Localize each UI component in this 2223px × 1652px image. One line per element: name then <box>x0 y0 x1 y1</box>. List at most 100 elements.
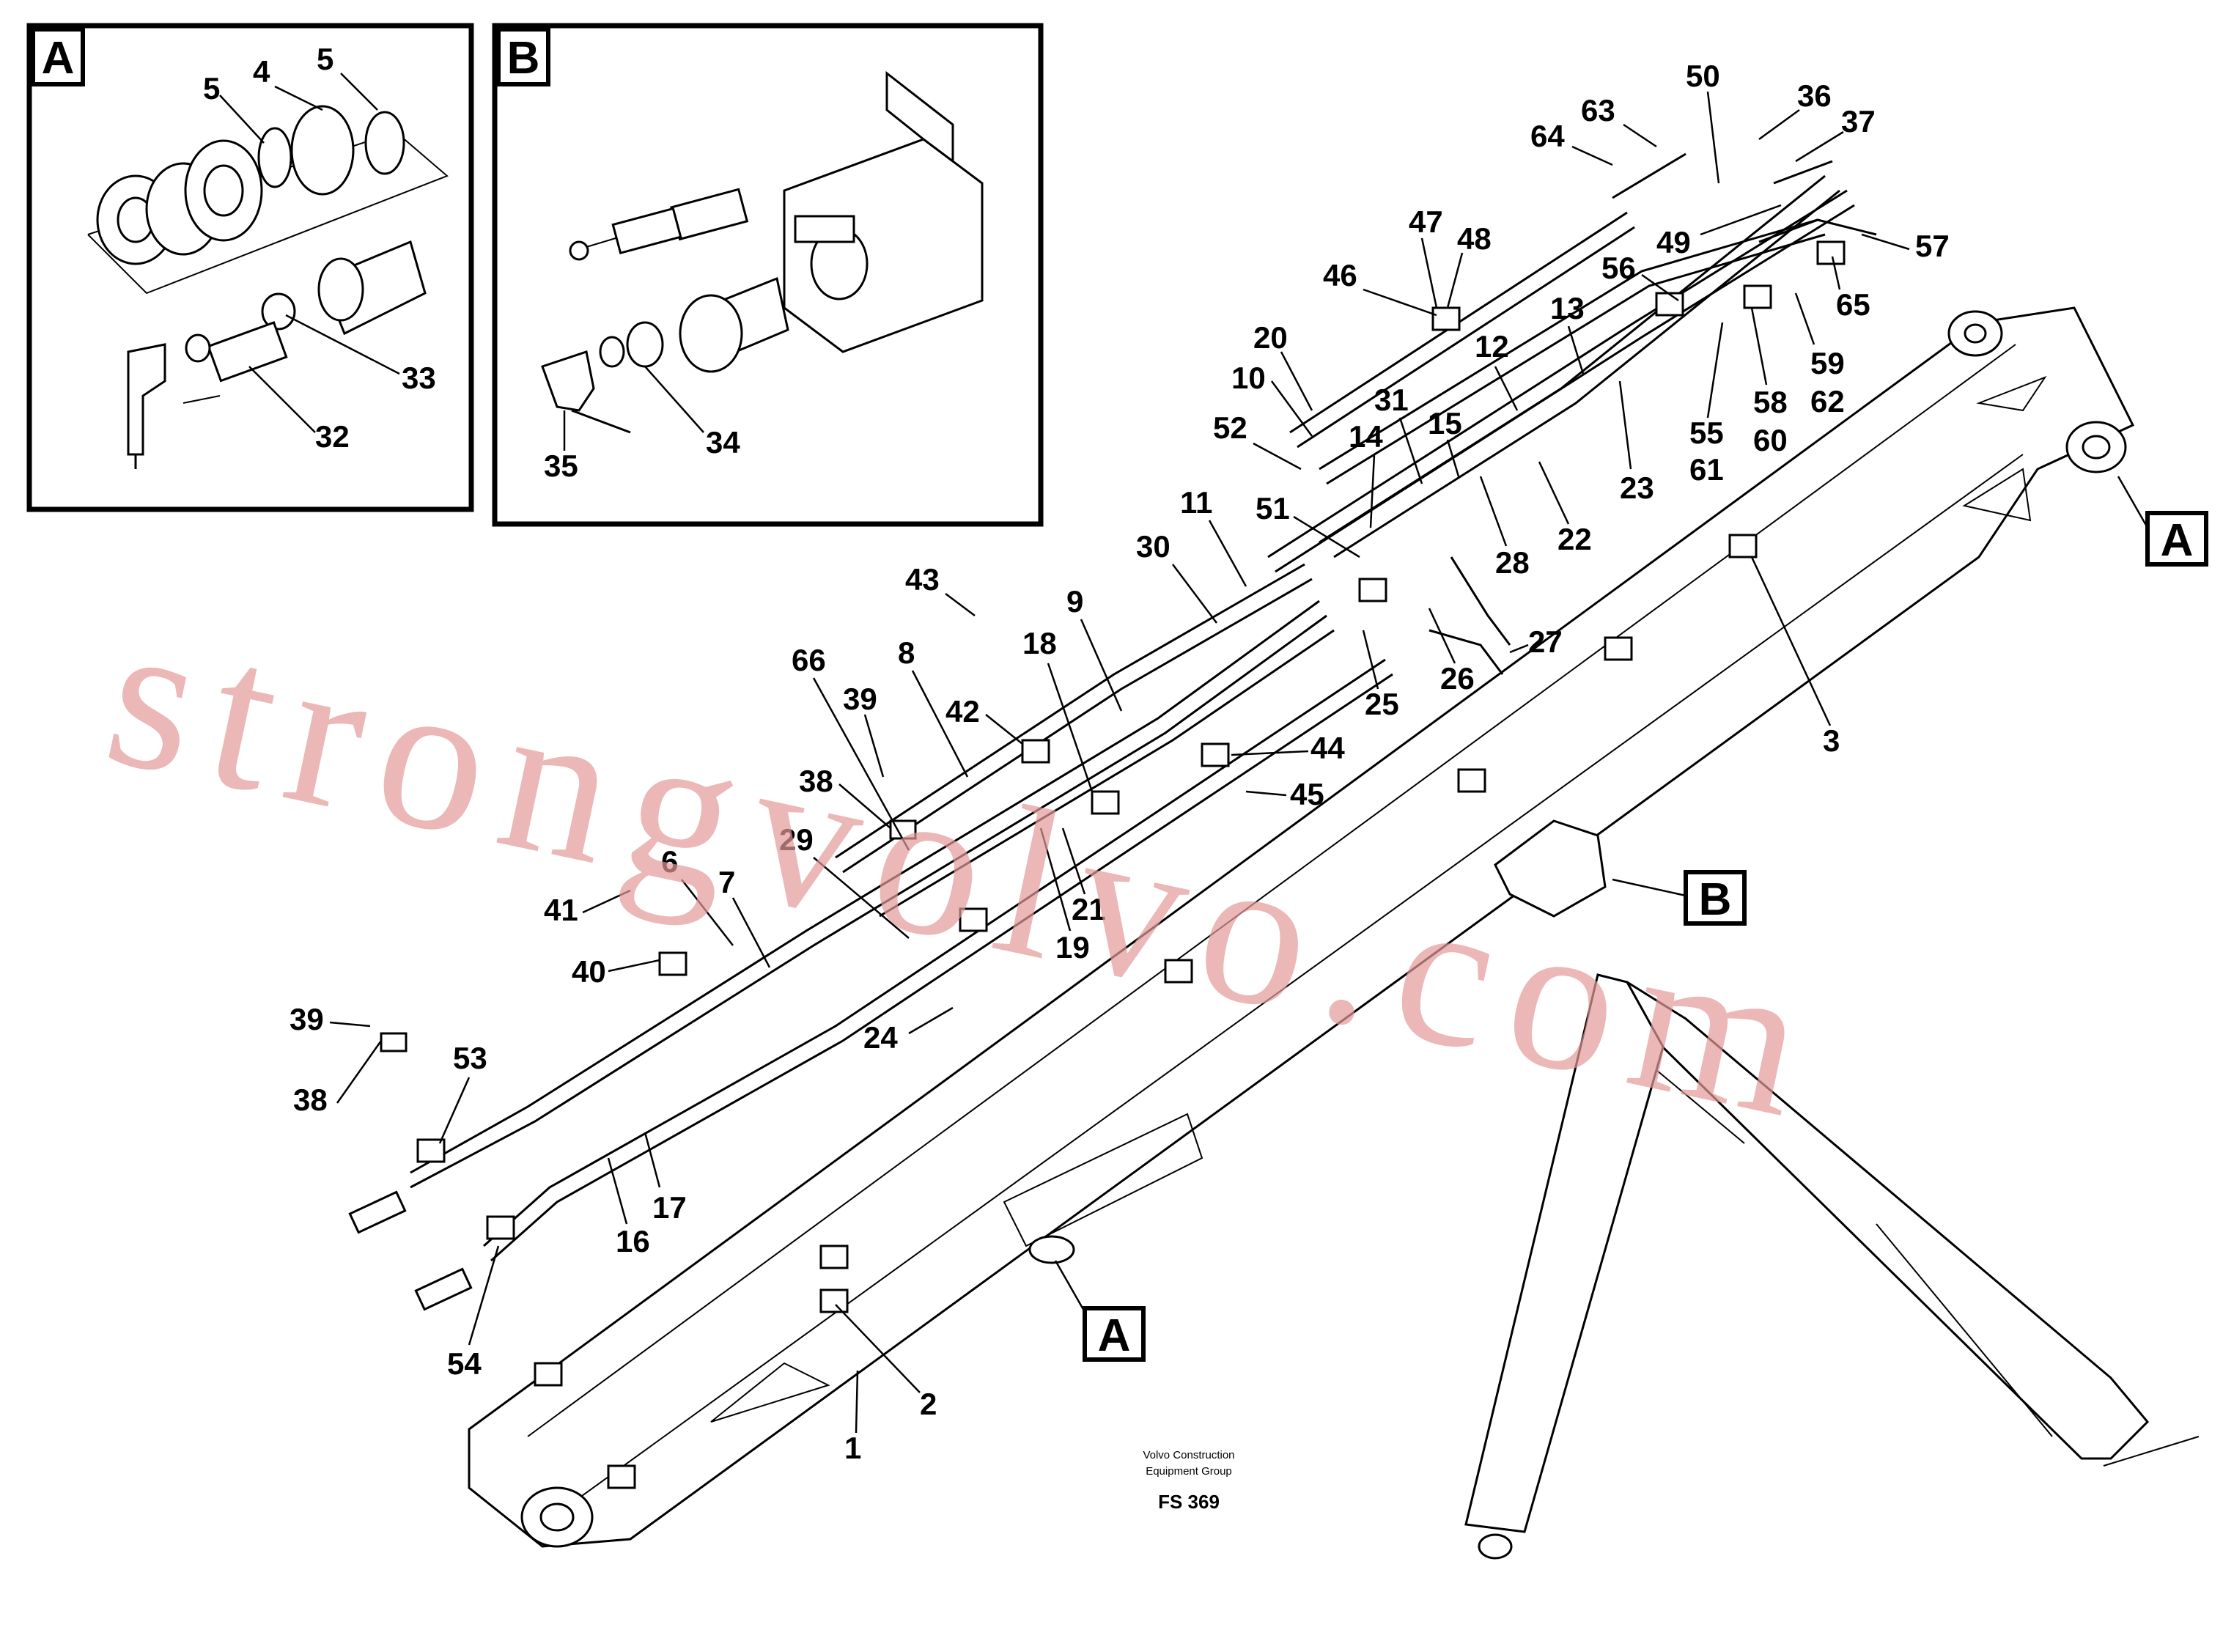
leader-63 <box>1623 123 1657 148</box>
clamp-42 <box>1021 739 1050 764</box>
clamp-54 <box>486 1215 515 1240</box>
tag-a-right-box <box>2145 511 2208 567</box>
pipe-64 <box>1612 152 1686 199</box>
callout-49: 49 <box>1656 225 1691 259</box>
leader-15 <box>1446 439 1460 477</box>
callout-9: 9 <box>1066 584 1083 619</box>
callout-18: 18 <box>1022 626 1057 660</box>
inset-b: B 34 35 <box>492 23 1044 527</box>
nut-33-part <box>261 292 296 331</box>
leader-26 <box>1428 608 1456 664</box>
pipe-37 <box>1773 160 1833 185</box>
leader-31 <box>1398 417 1423 484</box>
leader-36 <box>1758 108 1800 141</box>
clamp-65 <box>1816 240 1846 265</box>
fitting-34-part <box>599 336 625 368</box>
callouts: 1 2 3 6 7 8 9 10 11 12 13 14 15 16 17 18… <box>290 59 1950 1465</box>
leader-2 <box>835 1304 921 1393</box>
inset-a: A 5 4 5 33 32 <box>26 23 474 512</box>
callout-6: 6 <box>661 844 678 879</box>
clamp-2a <box>819 1244 849 1269</box>
leader-39a <box>863 714 885 778</box>
fitting-lower-2 <box>414 1267 473 1311</box>
leader-43 <box>945 593 976 616</box>
callout-40: 40 <box>572 954 606 989</box>
leader-1 <box>855 1370 859 1434</box>
callout-57: 57 <box>1915 229 1950 263</box>
leader-6 <box>681 879 734 946</box>
leader-3 <box>1750 556 1832 726</box>
tag-a-right: A <box>2161 515 2194 566</box>
callout-45: 45 <box>1290 777 1324 811</box>
boom-head-pin-hole <box>2082 435 2111 460</box>
callout-55: 55 <box>1689 416 1724 450</box>
credit-line-2: Equipment Group <box>1146 1465 1232 1478</box>
leader-8 <box>911 670 969 778</box>
callout-8: 8 <box>898 635 915 670</box>
bracket-box-part <box>783 138 984 353</box>
sketch-pin <box>1478 1533 1513 1560</box>
leader-tag-a-right <box>2117 476 2149 528</box>
callout-52: 52 <box>1213 410 1247 445</box>
callout-37: 37 <box>1841 104 1876 139</box>
hydraulic-line-11 <box>842 578 1313 874</box>
leader-37 <box>1795 130 1844 163</box>
callout-43: 43 <box>905 562 940 597</box>
leader-45 <box>1245 790 1287 797</box>
leader-49 <box>1700 204 1782 236</box>
callout-58: 58 <box>1753 385 1788 419</box>
clamp-53 <box>416 1138 446 1163</box>
callout-42: 42 <box>945 694 980 729</box>
hydraulic-line-13 <box>1319 218 1818 471</box>
clamp-58 <box>1743 284 1772 309</box>
leader-19 <box>1039 827 1072 932</box>
callout-11: 11 <box>1180 485 1212 520</box>
plate-32-part <box>207 321 288 383</box>
callout-1: 1 <box>844 1431 861 1465</box>
leader-42 <box>985 714 1023 745</box>
bearing-hole <box>203 164 244 217</box>
bolt-32-part <box>183 395 221 404</box>
callout-54: 54 <box>447 1346 482 1381</box>
callout-48: 48 <box>1457 221 1492 256</box>
callout-22: 22 <box>1557 522 1592 556</box>
clamp-boom-1 <box>1164 959 1193 984</box>
callout-41: 41 <box>544 893 578 927</box>
bushing-part <box>290 105 355 196</box>
clamp-24 <box>959 907 988 932</box>
credit-line-1: Volvo Construction <box>1143 1449 1234 1461</box>
callout-7: 7 <box>718 865 735 899</box>
leader-10 <box>1270 380 1313 437</box>
callout-5a: 5 <box>203 71 220 106</box>
callout-51: 51 <box>1256 491 1290 526</box>
callout-46: 46 <box>1323 258 1357 292</box>
callout-33: 33 <box>402 361 436 395</box>
bracket-slot <box>794 215 855 243</box>
inset-b-tag: B <box>507 33 540 84</box>
tag-b-right: B <box>1699 874 1732 925</box>
callout-17: 17 <box>652 1190 687 1225</box>
sketch-link <box>2103 1436 2200 1467</box>
tag-a-bottom-box <box>1083 1306 1146 1362</box>
boom-cutout-3 <box>1976 375 2047 412</box>
leader-41 <box>582 889 631 914</box>
credit-block: Volvo Construction Equipment Group FS 36… <box>1143 1449 1234 1513</box>
callout-2: 2 <box>920 1387 937 1421</box>
leader-52 <box>1253 442 1302 471</box>
leader-18 <box>1047 663 1094 792</box>
inset-b-frame <box>492 23 1044 527</box>
leader-59 <box>1794 292 1815 345</box>
leader-55 <box>1706 322 1724 418</box>
leader-5b <box>340 73 378 111</box>
callout-21: 21 <box>1072 892 1106 926</box>
leader-16 <box>607 1157 628 1225</box>
callout-19: 19 <box>1055 930 1090 965</box>
callout-65: 65 <box>1836 287 1870 322</box>
snap-ring-part <box>257 127 292 188</box>
boom-pad <box>1003 1113 1203 1247</box>
hydraulic-line-17 <box>410 614 1327 1189</box>
leader-21 <box>1061 827 1086 895</box>
hydraulic-line-19 <box>483 658 1386 1247</box>
clamp-3 <box>1728 534 1758 558</box>
leader-47 <box>1420 237 1438 309</box>
